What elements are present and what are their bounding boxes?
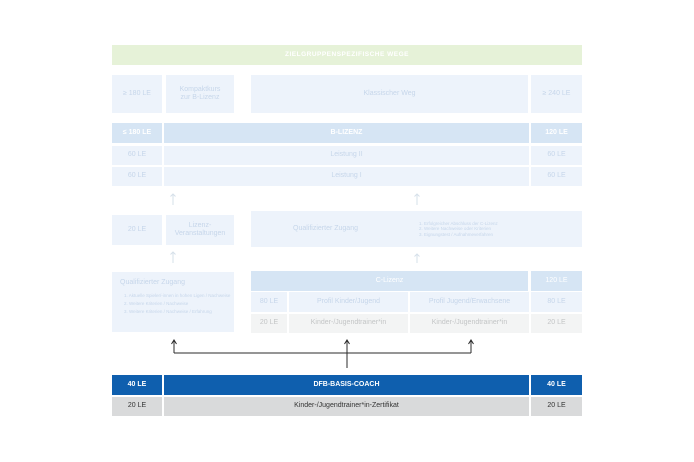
upper-left-le: ≥ 180 LE — [112, 75, 162, 113]
leistung-1-left: 60 LE — [112, 167, 162, 186]
leistung-1-right: 60 LE — [531, 167, 582, 186]
c-row1-right: 80 LE — [531, 292, 582, 312]
b-lizenz-left-le: ≤ 180 LE — [112, 123, 162, 143]
qualifizierter-zugang-box: Qualifizierter Zugang 1. Erfolgreicher A… — [251, 211, 582, 247]
qual-zugang-list: 1. Erfolgreicher Abschluss der C-Lizenz … — [419, 221, 498, 237]
up-arrow-icon — [170, 193, 176, 205]
profil-kinder-jugend: Profil Kinder/Jugend — [289, 292, 408, 312]
c-lizenz-title: C-Lizenz — [251, 271, 528, 291]
header-title: ZIELGRUPPENSPEZIFISCHE WEGE — [284, 51, 409, 59]
kinder-jugendtrainer-zertifikat: Kinder-/Jugendtrainer*in-Zertifikat — [164, 397, 529, 416]
middle-left-le: 20 LE — [112, 215, 162, 245]
zert-right-le: 20 LE — [531, 397, 582, 416]
leistung-2-right: 60 LE — [531, 146, 582, 165]
up-arrow-icon — [414, 253, 420, 263]
up-arrow-icon — [170, 251, 176, 263]
qual-zugang-label: Qualifizierter Zugang — [293, 224, 358, 232]
leistung-2: Leistung II — [164, 146, 529, 165]
c-row1-left: 80 LE — [251, 292, 287, 312]
left-qual-title: Qualifizierter Zugang — [120, 279, 185, 286]
c-row2-left: 20 LE — [251, 314, 287, 333]
kinder-jugendtrainer-a: Kinder-/Jugendtrainer*in — [289, 314, 408, 333]
klassischer-weg-box: Klassischer Weg — [251, 75, 528, 113]
kinder-jugendtrainer-b: Kinder-/Jugendtrainer*in — [410, 314, 529, 333]
basis-right-le: 40 LE — [531, 375, 582, 395]
upper-right-le: ≥ 240 LE — [531, 75, 582, 113]
profil-jugend-erwachsene: Profil Jugend/Erwachsene — [410, 292, 529, 312]
c-row2-right: 20 LE — [531, 314, 582, 333]
left-qualifizierter-zugang-box: Qualifizierter Zugang 1. Aktuelle Spiele… — [112, 272, 234, 332]
b-lizenz-title: B-LIZENZ — [164, 123, 529, 143]
basis-left-le: 40 LE — [112, 375, 162, 395]
zert-left-le: 20 LE — [112, 397, 162, 416]
leistung-2-left: 60 LE — [112, 146, 162, 165]
branch-connector — [171, 339, 474, 368]
dfb-basis-coach: DFB-BASIS-COACH — [164, 375, 529, 395]
lizenz-veranstaltungen-box: Lizenz- Veranstaltungen — [166, 215, 234, 245]
b-lizenz-right-le: 120 LE — [531, 123, 582, 143]
c-lizenz-right-le: 120 LE — [531, 271, 582, 291]
kompaktkurs-box: Kompaktkurs zur B-Lizenz — [166, 75, 234, 113]
up-arrow-icon — [414, 193, 420, 205]
leistung-1: Leistung I — [164, 167, 529, 186]
header-banner: ZIELGRUPPENSPEZIFISCHE WEGE — [112, 45, 582, 65]
